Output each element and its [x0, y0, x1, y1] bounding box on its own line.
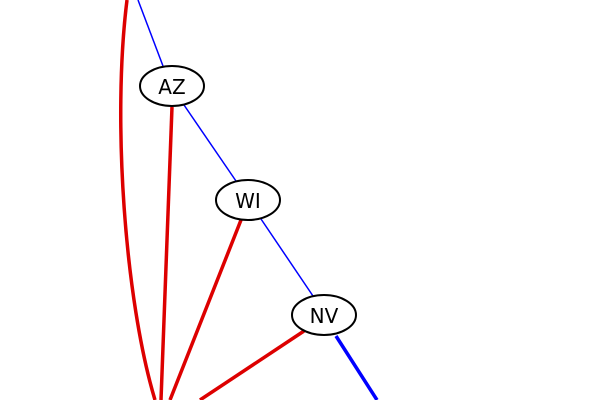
node-nv-ellipse — [291, 294, 357, 336]
edge-offscreen-to-az — [137, 0, 164, 67]
node-az-ellipse — [139, 65, 205, 107]
edges — [118, 0, 379, 400]
node-wi-label: WI — [235, 189, 261, 213]
node-wi-ellipse — [215, 179, 281, 221]
node-wi[interactable]: WI — [215, 179, 281, 221]
node-az[interactable]: AZ — [139, 65, 205, 107]
edge-offscreen-curve-to-hub — [118, 0, 157, 400]
node-az-label: AZ — [158, 75, 185, 99]
edge-wi-to-nv — [260, 218, 314, 297]
edge-wi-to-hub — [168, 219, 243, 400]
edge-nv-to-offscreen — [334, 335, 379, 400]
edge-nv-to-hub — [199, 329, 305, 400]
edge-az-to-wi — [183, 104, 237, 182]
node-nv[interactable]: NV — [291, 294, 357, 336]
node-nv-label: NV — [310, 304, 339, 328]
edge-az-to-hub — [159, 106, 174, 400]
